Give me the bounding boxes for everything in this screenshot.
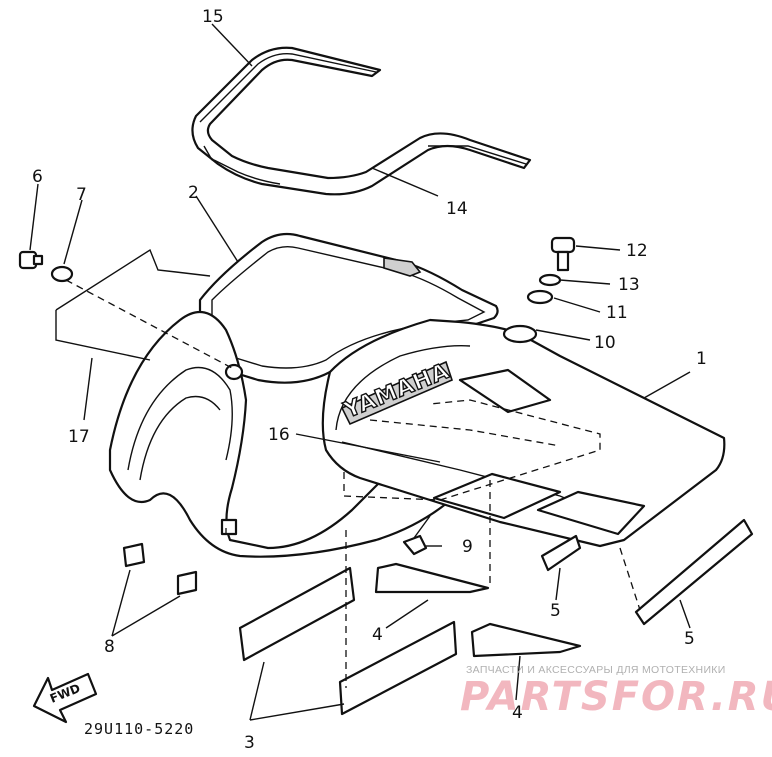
callout-15: 8 <box>104 637 115 657</box>
callout-6: 6 <box>32 167 43 187</box>
callout-1: 1 <box>696 349 707 369</box>
callout-10: 9 <box>462 537 473 557</box>
screw-13 <box>550 236 576 272</box>
callout-7: 7 <box>76 185 87 205</box>
fastener-stack <box>502 236 576 344</box>
callout-9: 15 <box>202 7 224 27</box>
front-cover-part <box>108 232 499 558</box>
callout-5a: 5 <box>550 601 561 621</box>
callout-5b: 5 <box>684 629 695 649</box>
grommet-at-cover <box>224 363 244 381</box>
callout-17: 17 <box>68 427 90 447</box>
edge-strip-5 <box>540 518 754 626</box>
clip-10 <box>402 515 431 556</box>
callout-8: 14 <box>446 199 468 219</box>
block-15 <box>122 542 198 596</box>
callout-2: 2 <box>188 183 199 203</box>
washer-14 <box>538 273 562 287</box>
callout-3: 3 <box>244 733 255 753</box>
foam-strip-3 <box>225 528 458 716</box>
callout-11: 10 <box>594 333 616 353</box>
watermark-tagline: ЗАПЧАСТИ И АКСЕССУАРЫ ДЛЯ МОТОТЕХНИКИ <box>466 664 726 676</box>
callout-12: 11 <box>606 303 628 323</box>
callout-16: 16 <box>268 425 290 445</box>
drawing-code: 29U110-5220 <box>84 720 195 738</box>
side-panel-part <box>55 248 211 421</box>
leader-lines <box>29 23 691 721</box>
washer-12 <box>526 289 554 305</box>
main-shell-part <box>321 318 726 548</box>
fwd-arrow: FWD <box>32 672 98 724</box>
callout-4a: 4 <box>372 625 383 645</box>
washer-7 <box>50 265 74 283</box>
watermark-brand: PARTSFOR.RU <box>460 674 772 720</box>
callout-4b: 4 <box>512 703 523 723</box>
assembly-line-7 <box>65 279 233 369</box>
bolt-6 <box>18 250 44 270</box>
callout-13: 12 <box>626 241 648 261</box>
seal-pad-4 <box>374 480 582 658</box>
windshield-trim-part <box>191 46 532 196</box>
callout-14: 13 <box>618 275 640 295</box>
grommet-11 <box>502 324 538 344</box>
